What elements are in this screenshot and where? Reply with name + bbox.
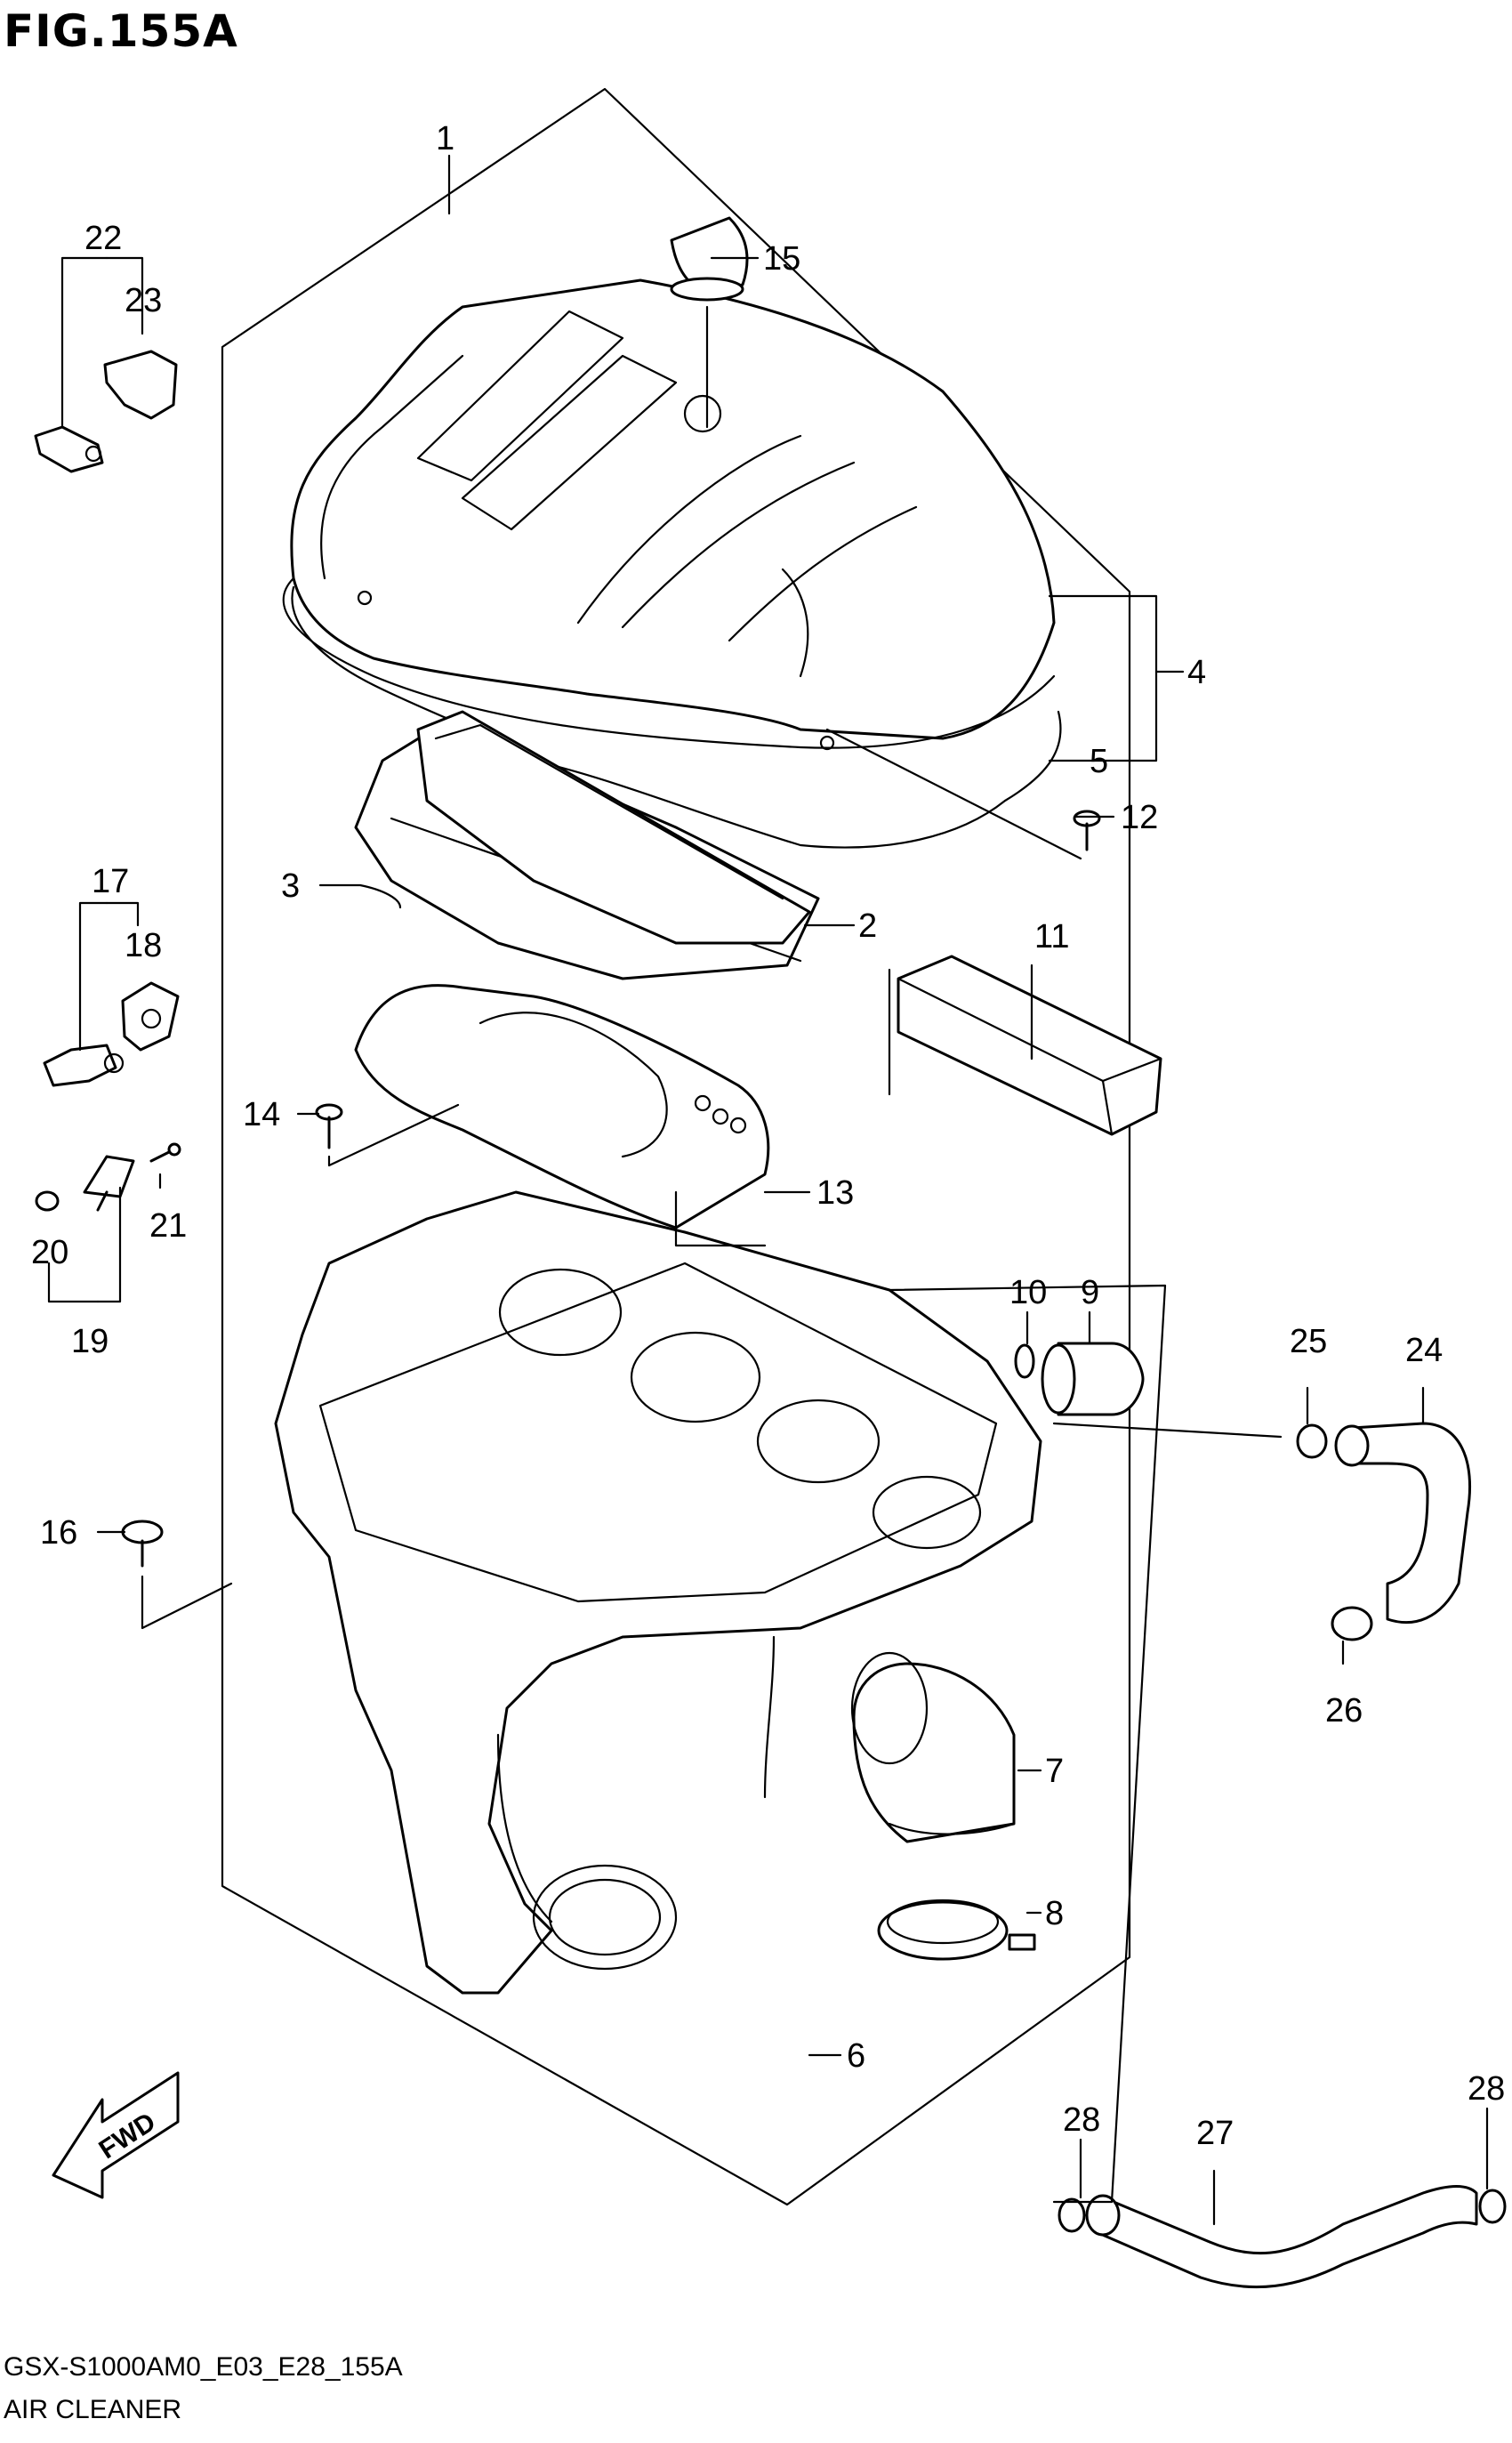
hose-clamp-part-8 (877, 1899, 1036, 1961)
forward-direction-arrow (52, 2071, 180, 2199)
figure-title: FIG.155A (4, 5, 238, 57)
cap-gasket (291, 585, 1062, 849)
callout-part-14: 14 (243, 1096, 280, 1133)
callout-part-27: 27 (1196, 2115, 1234, 2152)
callout-part-24: 24 (1405, 1332, 1443, 1369)
clip-part-28-left (1058, 2197, 1086, 2233)
assembly-bracket-outline (221, 87, 1131, 2206)
callout-part-10: 10 (1009, 1274, 1047, 1311)
sensor-part-19 (83, 1155, 135, 1212)
callout-part-20: 20 (31, 1234, 68, 1271)
callout-part-1: 1 (436, 120, 454, 157)
callout-part-4: 4 (1187, 654, 1206, 691)
drain-plug-part-9 (1041, 1342, 1145, 1416)
callout-part-8: 8 (1045, 1895, 1064, 1932)
callout-part-26: 26 (1325, 1692, 1363, 1729)
cap-part-15 (670, 216, 749, 302)
callout-part-12: 12 (1121, 799, 1158, 836)
callout-part-9: 9 (1081, 1274, 1099, 1311)
callout-part-3: 3 (281, 867, 300, 905)
callout-part-28-right: 28 (1468, 2070, 1505, 2108)
screw-part-14 (315, 1103, 343, 1149)
air-cleaner-cap (282, 278, 1056, 751)
bolt-part-16 (121, 1520, 164, 1568)
callout-part-16: 16 (40, 1514, 77, 1552)
screw-part-21 (149, 1142, 181, 1163)
callout-part-6: 6 (847, 2037, 865, 2075)
callout-part-17: 17 (92, 863, 129, 900)
bracket-part-18 (121, 981, 180, 1052)
clip-part-25 (1296, 1423, 1328, 1459)
callout-part-11: 11 (1034, 918, 1069, 955)
inlet-hose-part-7 (850, 1651, 1016, 1843)
callout-part-7: 7 (1045, 1753, 1064, 1790)
sensor-part-17 (43, 1044, 125, 1087)
clip-part-10 (1014, 1343, 1035, 1379)
callout-part-5: 5 (1090, 743, 1108, 780)
assembly-name: AIR CLEANER (4, 2395, 182, 2424)
clamp-part-26 (1331, 1606, 1373, 1641)
model-code: GSX-S1000AM0_E03_E28_155A (4, 2352, 403, 2382)
callout-part-18: 18 (125, 927, 162, 964)
filter-element (416, 710, 811, 945)
clip-part-28-right (1478, 2189, 1507, 2224)
hose-part-27 (1085, 2185, 1478, 2289)
callout-part-19: 19 (71, 1323, 109, 1360)
callout-part-22: 22 (84, 220, 122, 257)
callout-part-28-left: 28 (1063, 2101, 1100, 2139)
screw-part-12 (1073, 810, 1101, 851)
air-cleaner-case (274, 1190, 1042, 1995)
bracket-part-23 (103, 350, 178, 420)
leader-lines (47, 154, 1489, 2226)
callout-part-13: 13 (816, 1174, 854, 1212)
callout-part-2: 2 (858, 907, 877, 945)
washer-part-20 (35, 1190, 60, 1212)
intake-duct (354, 984, 770, 1230)
callout-part-23: 23 (125, 282, 162, 319)
hose-part-24 (1334, 1422, 1472, 1625)
callout-part-15: 15 (763, 240, 800, 278)
callout-part-25: 25 (1290, 1323, 1327, 1360)
sensor-part-22 (34, 425, 104, 473)
callout-part-21: 21 (149, 1207, 187, 1245)
sponge-part-11 (897, 955, 1162, 1136)
